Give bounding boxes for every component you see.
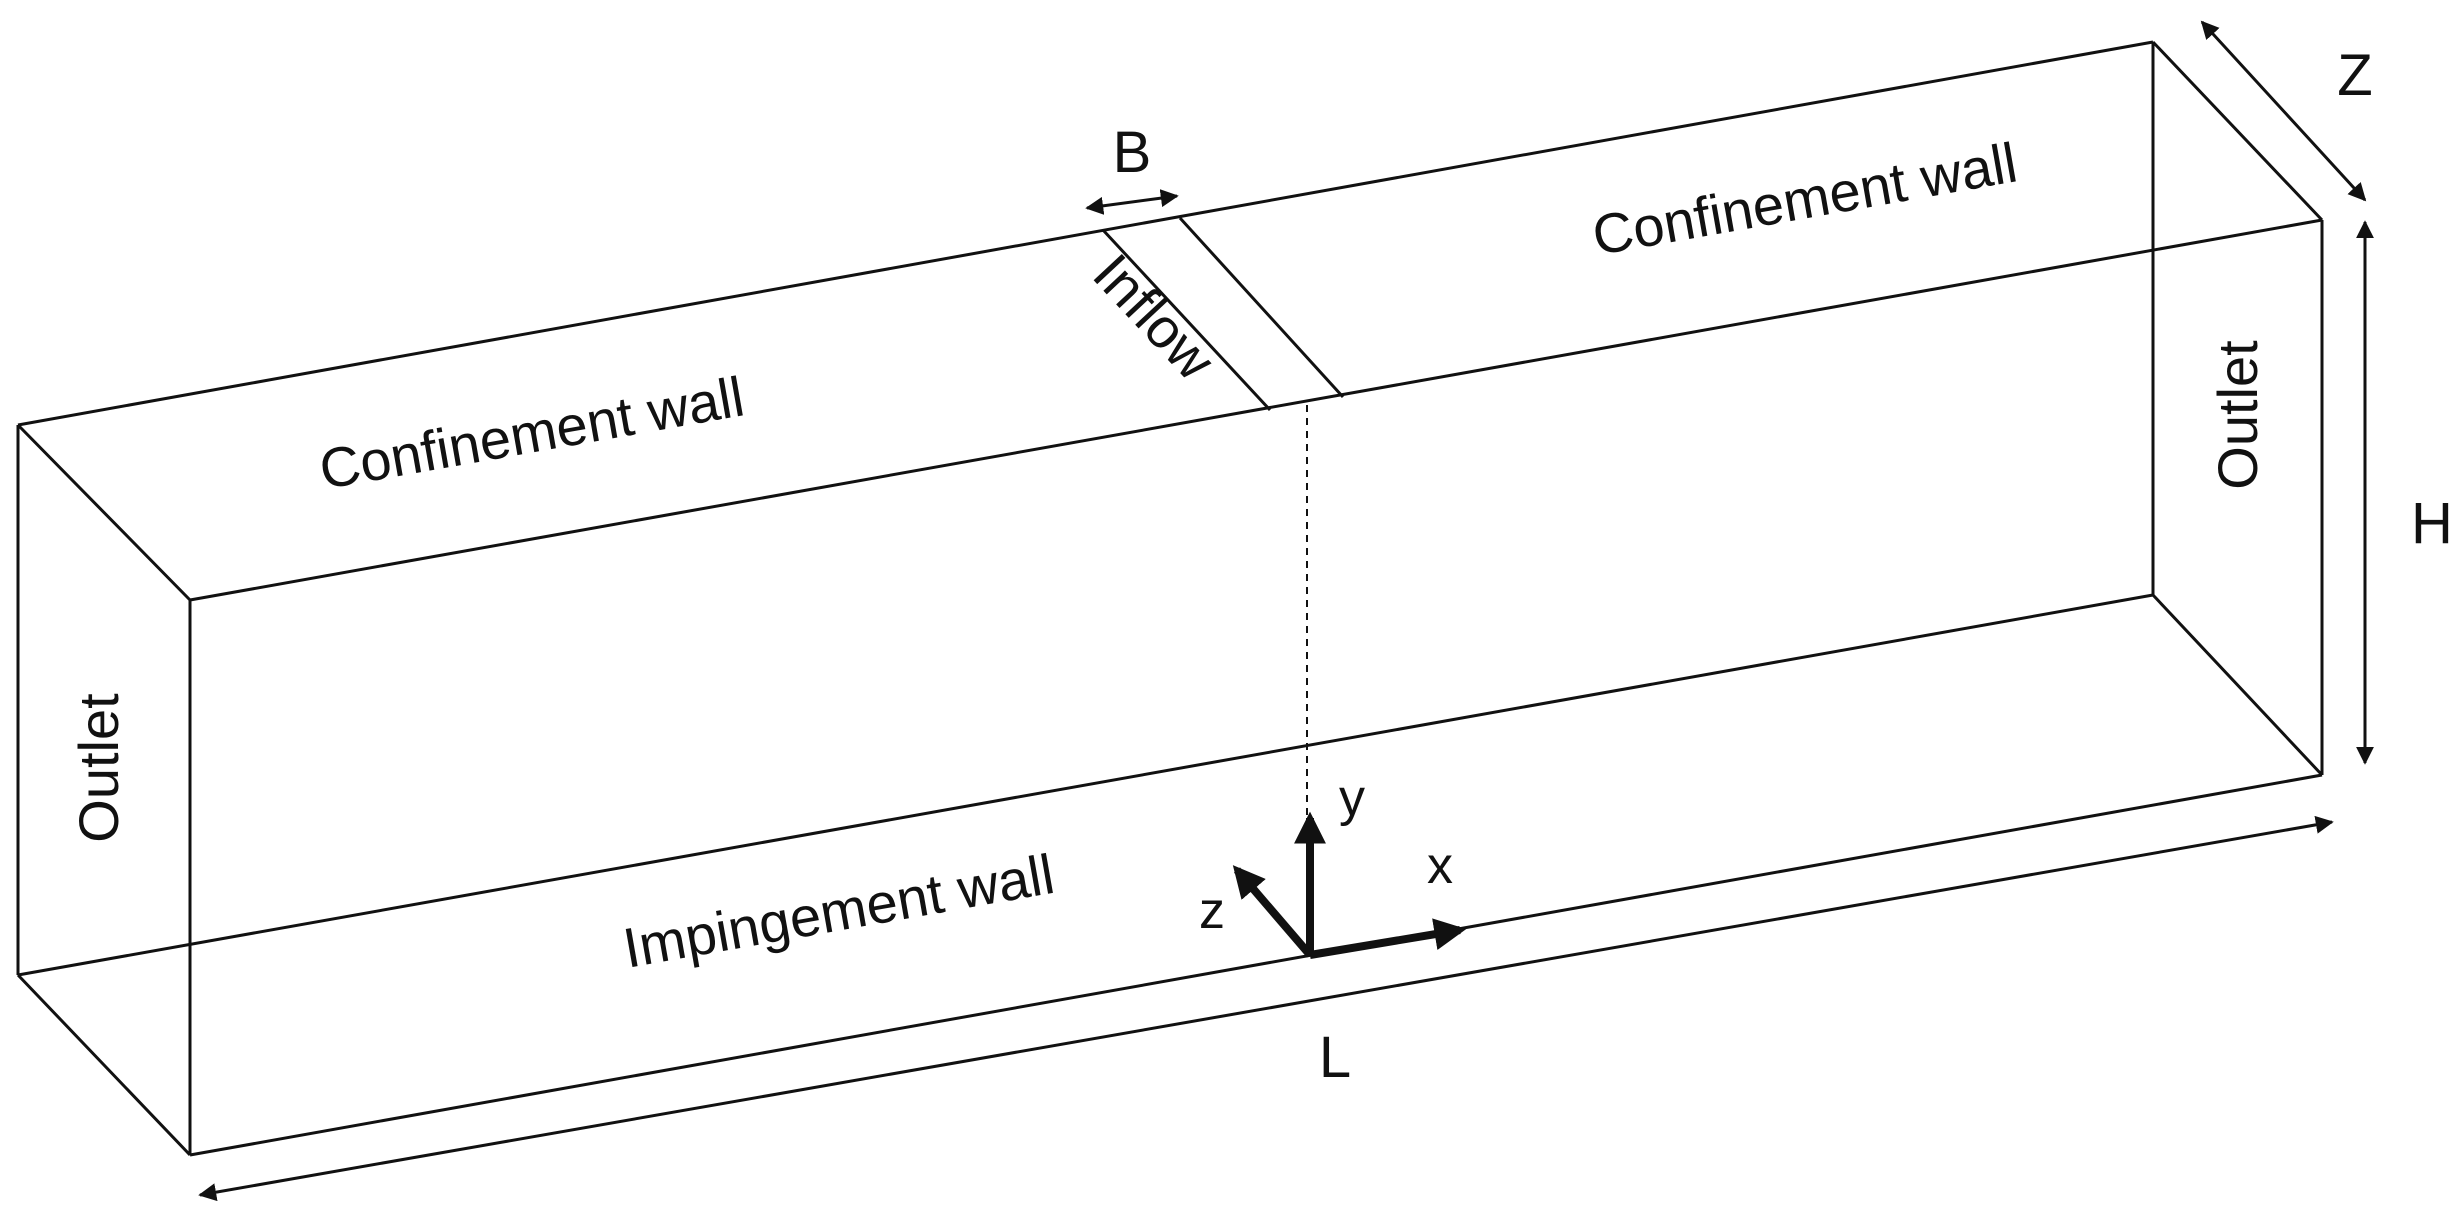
dimension-label-h: H	[2411, 491, 2453, 556]
dimension-label-l: L	[1319, 1025, 1351, 1090]
inflow-slot-right-edge	[1178, 216, 1345, 399]
inflow-label: Inflow	[1081, 242, 1227, 392]
dimension-arrow-l	[198, 815, 2334, 1202]
axis-arrow-z	[1232, 865, 1314, 958]
coordinate-axes	[1232, 811, 1467, 959]
axis-label-y: y	[1339, 769, 1365, 827]
dimension-arrow-z	[2200, 20, 2367, 202]
confinement-wall-right-label: Confinement wall	[1588, 130, 2022, 267]
edge-bottom-back	[17, 593, 2154, 977]
box-edges	[16, 40, 2324, 1157]
dimension-label-b: B	[1113, 120, 1152, 185]
outlet-left-label: Outlet	[67, 693, 130, 843]
outlet-right-label: Outlet	[2206, 340, 2269, 490]
dimension-arrows	[198, 20, 2374, 1202]
edge-top-right	[2151, 40, 2324, 222]
confinement-wall-left-label: Confinement wall	[315, 364, 749, 501]
edge-bottom-left	[16, 973, 192, 1157]
axis-label-x: x	[1427, 837, 1453, 895]
edge-top-front	[189, 218, 2323, 602]
axis-label-z: z	[1199, 882, 1225, 940]
dimension-arrow-b	[1085, 189, 1179, 215]
axis-arrow-x	[1309, 918, 1467, 959]
impingement-wall-label: Impingement wall	[619, 842, 1059, 980]
edge-bottom-front	[189, 773, 2323, 1157]
inflow-slot-left-edge	[1101, 228, 1272, 412]
edge-bottom-right	[2151, 593, 2324, 777]
edge-top-back	[17, 40, 2154, 427]
dimension-label-z: Z	[2337, 43, 2372, 108]
edge-top-left	[16, 423, 192, 602]
